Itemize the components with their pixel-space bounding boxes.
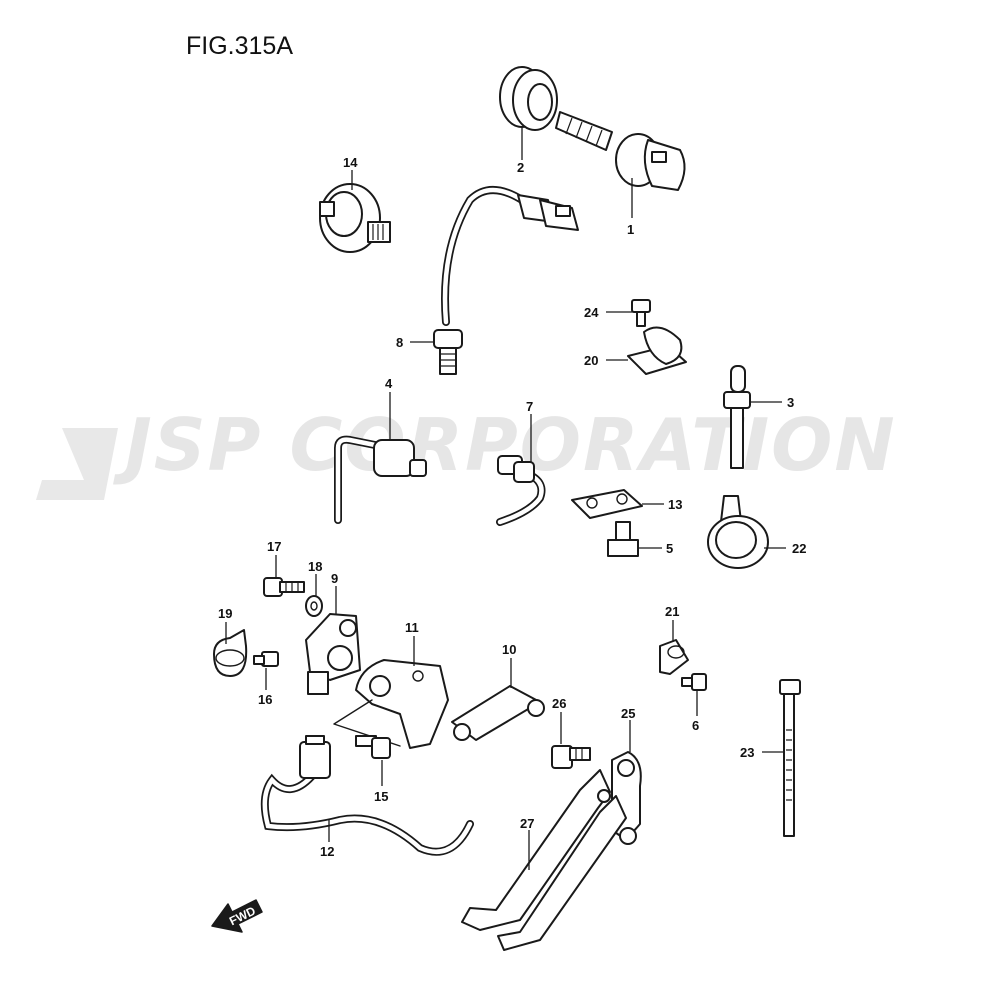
callout-8: 8 <box>396 335 403 350</box>
callout-12: 12 <box>320 844 334 859</box>
callouts: 1 2 3 4 5 6 7 8 9 10 11 12 13 14 15 16 1… <box>218 155 806 859</box>
callout-16: 16 <box>258 692 272 707</box>
figure-title: FIG.315A <box>186 32 293 60</box>
callout-6: 6 <box>692 718 699 733</box>
watermark-logo-icon <box>36 428 118 500</box>
sensor-part-4 <box>334 435 427 524</box>
probe-part-3 <box>723 365 751 469</box>
bracket-part-11 <box>333 659 449 749</box>
bracket-part-13 <box>571 489 643 519</box>
pressure-switch-part-14 <box>319 183 391 253</box>
callout-24: 24 <box>584 305 599 320</box>
fitting-part-7 <box>496 455 546 526</box>
callout-26: 26 <box>552 696 566 711</box>
bolt-part-24 <box>631 299 651 327</box>
callout-2: 2 <box>517 160 524 175</box>
fwd-arrow: FWD <box>211 899 263 933</box>
bolt-part-15 <box>355 735 391 759</box>
clamp-part-21 <box>659 639 689 675</box>
callout-13: 13 <box>668 497 682 512</box>
callout-9: 9 <box>331 571 338 586</box>
callout-19: 19 <box>218 606 232 621</box>
clamp-part-19 <box>213 629 248 677</box>
callout-17: 17 <box>267 539 281 554</box>
leader-lines <box>225 128 786 870</box>
callout-10: 10 <box>502 642 516 657</box>
cable-tie-part-23 <box>779 679 801 837</box>
bolt-part-5 <box>607 521 639 557</box>
harness-part-12 <box>260 735 474 856</box>
callout-3: 3 <box>787 395 794 410</box>
lever-part-27 <box>461 769 627 951</box>
callout-7: 7 <box>526 399 533 414</box>
callout-27: 27 <box>520 816 534 831</box>
bolt-part-26 <box>551 745 591 769</box>
temp-sensor-part-8 <box>433 186 579 375</box>
callout-15: 15 <box>374 789 388 804</box>
callout-23: 23 <box>740 745 754 760</box>
callout-21: 21 <box>665 604 679 619</box>
callout-4: 4 <box>385 376 393 391</box>
bolt-part-17 <box>263 577 305 597</box>
callout-20: 20 <box>584 353 598 368</box>
washer-part-18 <box>305 595 323 617</box>
fwd-arrow-icon <box>211 899 263 933</box>
callout-22: 22 <box>792 541 806 556</box>
callout-14: 14 <box>343 155 358 170</box>
callout-25: 25 <box>621 706 635 721</box>
sensor-part-1 <box>555 111 686 191</box>
sensor-part-9 <box>305 613 361 695</box>
bolt-part-6 <box>681 673 707 691</box>
watermark: JSP CORPORATION <box>36 403 895 500</box>
callout-11: 11 <box>405 620 419 635</box>
clip-part-22 <box>707 495 769 569</box>
bolt-part-16 <box>253 651 279 667</box>
link-part-10 <box>451 685 545 741</box>
callout-5: 5 <box>666 541 673 556</box>
grommet-part-2 <box>499 66 558 131</box>
clamp-part-20 <box>627 326 687 375</box>
callout-18: 18 <box>308 559 322 574</box>
callout-1: 1 <box>627 222 634 237</box>
